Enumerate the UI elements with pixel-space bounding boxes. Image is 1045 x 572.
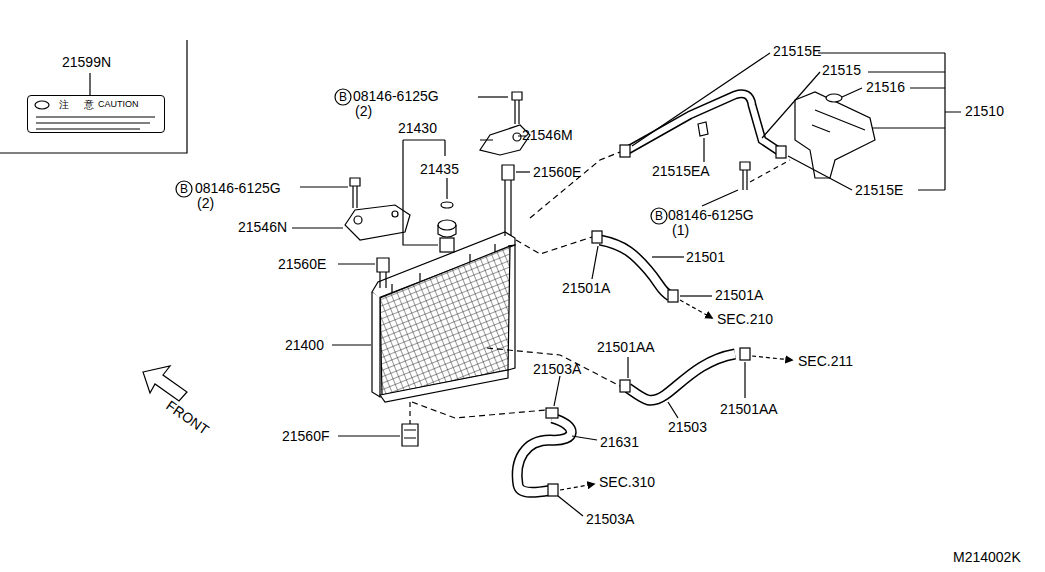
callout-number: 21435 [420, 162, 459, 177]
bolt-symbol-letter: B [652, 208, 666, 224]
callout-number: 21516 [866, 80, 905, 95]
callout-number: 08146-6125G [668, 208, 754, 223]
callout-number: 21631 [600, 435, 639, 450]
callout-number: 21515EA [652, 164, 710, 179]
callout-number: (2) [197, 196, 214, 211]
callout-number: 21560E [278, 257, 326, 272]
callout-number: 21515 [822, 63, 861, 78]
bolt-symbol-letter: B [177, 181, 191, 197]
direction-label: FRONT [163, 398, 211, 438]
callout-number: 21501 [686, 250, 725, 265]
callout-number: 08146-6125G [353, 89, 439, 104]
callout-number: 21599N [62, 55, 111, 70]
callout-number: (2) [355, 104, 372, 119]
callout-number: (1) [672, 223, 689, 238]
callout-number: 21503A [533, 362, 581, 377]
callout-number: 21503 [668, 420, 707, 435]
callout-number: 08146-6125G [195, 181, 281, 196]
label-text: CAUTION [98, 99, 139, 109]
callout-number: 21546M [522, 128, 573, 143]
callout-number: 21560F [282, 429, 329, 444]
callout-number: SEC.210 [717, 312, 773, 327]
callout-number: 21515E [855, 183, 903, 198]
callout-number: 21501A [562, 281, 610, 296]
callout-number: 21510 [965, 104, 1004, 119]
bolt-symbol-letter: B [336, 89, 350, 105]
callout-number: 21501AA [597, 340, 655, 355]
callout-number: M214002K [953, 550, 1021, 565]
callout-number: 21546N [238, 220, 287, 235]
callout-number: SEC.310 [599, 475, 655, 490]
callout-number: 21515E [773, 44, 821, 59]
label-text: 意 [84, 98, 94, 112]
callout-number: 21503A [586, 512, 634, 527]
callout-number: 21400 [285, 338, 324, 353]
label-text: 注 [59, 98, 69, 112]
callout-number: 21501A [715, 288, 763, 303]
callout-number: 21430 [398, 121, 437, 136]
caution-label: 注 意 CAUTION [27, 95, 165, 133]
callout-number: 21560E [533, 165, 581, 180]
callout-number: SEC.211 [798, 354, 853, 369]
callout-number: 21501AA [720, 402, 778, 417]
